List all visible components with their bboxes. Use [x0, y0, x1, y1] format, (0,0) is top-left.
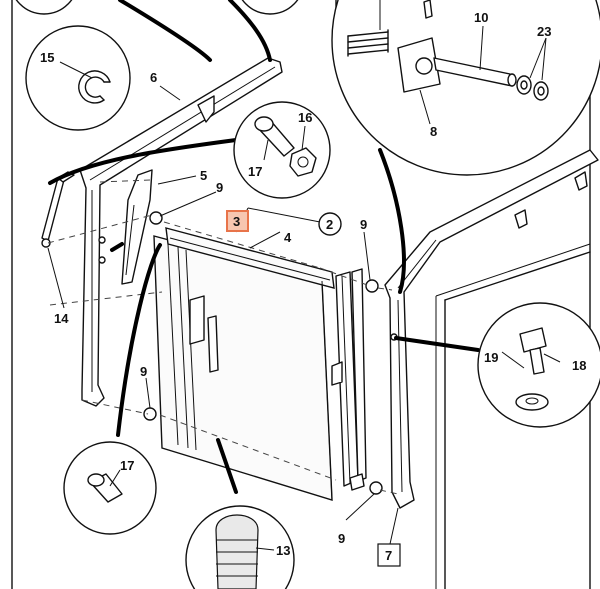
detail-circle-15 [25, 25, 131, 131]
callout-9d: 9 [338, 531, 345, 546]
callout-9a: 9 [216, 180, 223, 195]
door-right-frame [331, 268, 367, 491]
callout-9c: 9 [140, 364, 147, 379]
alignment-lines [47, 179, 399, 495]
callout-19: 19 [484, 350, 498, 365]
callout-10: 10 [474, 10, 488, 25]
detail-circle-13 [185, 505, 295, 589]
bushings [143, 211, 383, 495]
detail-circle-18-19 [477, 302, 600, 428]
callout-14: 14 [54, 311, 69, 326]
callout-2: 2 [326, 217, 333, 232]
detail-leaders [48, 0, 480, 494]
detail-circle-top-left [15, 0, 73, 15]
callout-leaders [47, 0, 561, 551]
callout-labels: 10 23 8 15 6 16 17 5 9 3 2 4 9 14 9 19 1… [40, 10, 586, 567]
callout-17a: 17 [248, 164, 262, 179]
callout-8: 8 [430, 124, 437, 139]
callout-5: 5 [200, 168, 207, 183]
callout-18: 18 [572, 358, 586, 373]
callout-16: 16 [298, 110, 312, 125]
callout-7-box [377, 543, 401, 567]
callout-15: 15 [40, 50, 54, 65]
callout-9b: 9 [360, 217, 367, 232]
detail-circle-top-right [331, 0, 600, 176]
detail-circle-17b [63, 441, 157, 535]
callout-2-circle [318, 212, 342, 236]
detail-circle-16-17 [233, 101, 331, 199]
callout-17b: 17 [120, 458, 134, 473]
hinge-arm [121, 169, 153, 285]
callout-3: 3 [233, 214, 240, 229]
left-rail [79, 57, 283, 407]
door-panel [153, 227, 335, 501]
callout-6: 6 [150, 70, 157, 85]
callout-3-highlight [226, 210, 249, 232]
spring-icon [347, 29, 389, 57]
detail-circle-top-mid [241, 0, 299, 15]
callout-13: 13 [276, 543, 290, 558]
callout-7: 7 [385, 548, 392, 563]
callout-4: 4 [284, 230, 292, 245]
gas-strut [41, 171, 75, 248]
callout-23: 23 [537, 24, 551, 39]
